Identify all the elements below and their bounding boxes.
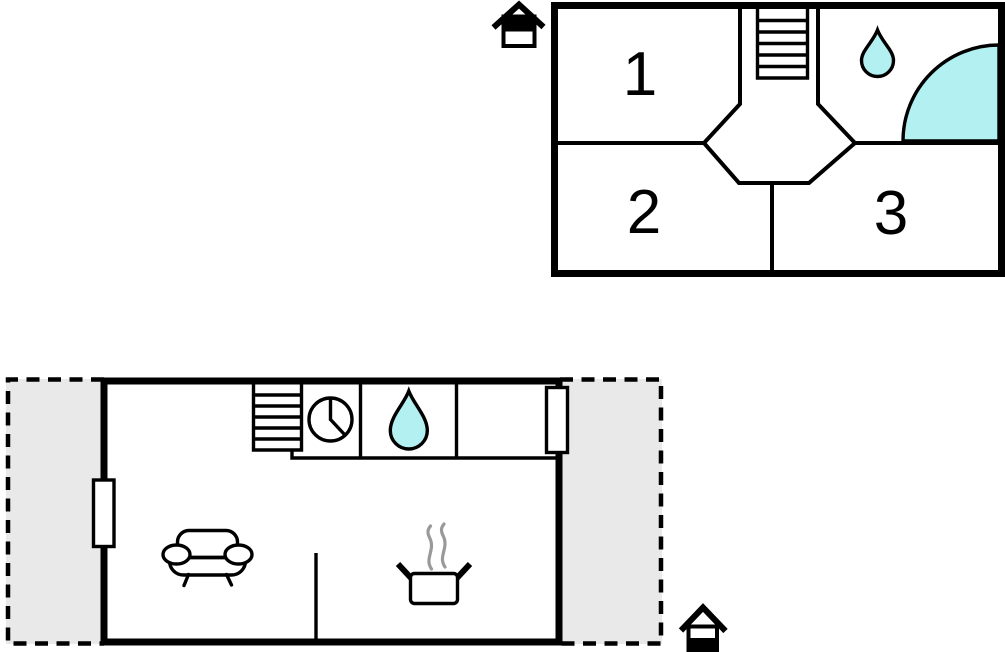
sofa-armrest-left <box>161 543 192 566</box>
upper-storey-indicator-icon <box>491 0 546 48</box>
window-right <box>544 385 570 455</box>
staircase-icon <box>251 384 304 452</box>
water-drop-icon <box>859 25 896 79</box>
pot-handles <box>395 561 473 581</box>
terrace-right <box>559 377 664 646</box>
cooking-pot-icon <box>395 522 473 606</box>
terrace-right-dashed-border <box>560 377 664 646</box>
clock-icon <box>307 396 354 443</box>
steam-lines <box>426 522 447 571</box>
corner-bathtub <box>901 43 1001 143</box>
pot-body <box>408 571 460 606</box>
sofa-armrest-right <box>223 543 254 566</box>
house-body <box>501 14 537 48</box>
upper-storey-highlight <box>503 16 535 32</box>
window-left <box>91 478 116 549</box>
upper-interior-walls <box>556 7 999 271</box>
clock-hands <box>328 398 347 437</box>
ground-storey-indicator-icon <box>678 603 728 652</box>
terrace-right-area <box>559 379 662 644</box>
room-2-label: 2 <box>627 178 661 247</box>
ground-storey-highlight <box>688 638 717 650</box>
terrace-left-dashed-border <box>5 377 104 646</box>
terrace-left <box>5 377 105 646</box>
ground-floor-plan <box>5 377 664 646</box>
house-roof <box>491 0 546 30</box>
room-1-label: 1 <box>623 40 657 109</box>
water-drop-icon <box>388 386 430 451</box>
upper-floor-plan: 1 2 3 <box>551 2 1005 277</box>
sofa-legs <box>182 555 234 588</box>
terrace-left-area <box>6 379 105 644</box>
room-3-label: 3 <box>874 179 908 248</box>
staircase-icon <box>755 9 810 80</box>
sofa-icon <box>161 528 254 588</box>
utility-block-walls <box>290 384 557 460</box>
house-roof <box>678 603 728 634</box>
